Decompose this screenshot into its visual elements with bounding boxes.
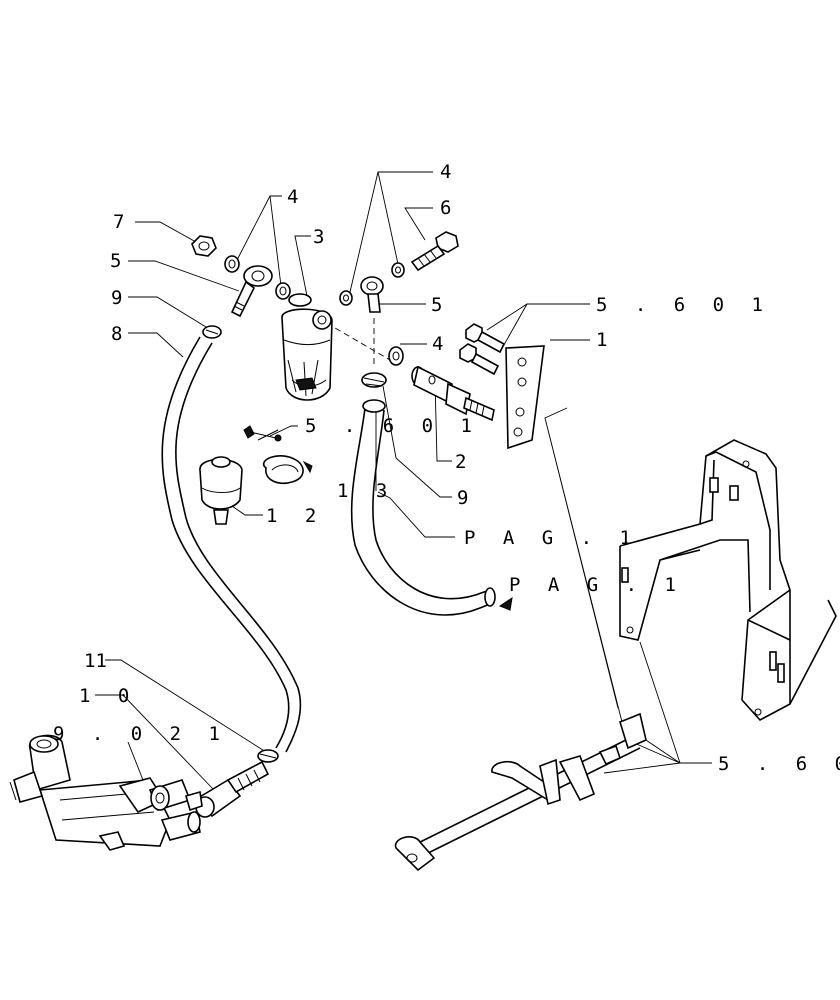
callout-9-right: 9 xyxy=(457,487,468,509)
bracket-1 xyxy=(505,345,545,450)
washer xyxy=(224,255,240,273)
clamp-9 xyxy=(202,325,222,339)
bolt-6 xyxy=(410,231,459,272)
callout-7: 7 xyxy=(113,211,124,233)
callout-3: 3 xyxy=(313,226,324,248)
callout-pag-1-a: P A G . 1 xyxy=(464,527,639,549)
filter-kit-12 xyxy=(199,425,313,525)
hose-8 xyxy=(161,336,302,753)
callout-4-middle: 4 xyxy=(432,333,443,355)
banjo-fitting-5b xyxy=(360,276,384,313)
callout-5-middle: 5 xyxy=(431,294,442,316)
fitting-assembly xyxy=(191,231,545,450)
callout-4-left: 4 xyxy=(287,186,298,208)
frame-support xyxy=(619,439,837,722)
hollow-bolt-2 xyxy=(411,365,495,422)
leader-lines xyxy=(95,171,712,791)
clamp-11 xyxy=(257,749,279,763)
callout-13: 1 3 xyxy=(337,480,395,502)
callout-2: 2 xyxy=(455,451,466,473)
callout-5601-top: 5 . 6 0 1 xyxy=(596,294,771,316)
callout-8: 8 xyxy=(111,323,122,345)
callout-5-left: 5 xyxy=(110,250,121,272)
fuel-filter-3 xyxy=(281,293,333,401)
callout-5601-middle: 5 . 6 0 1 xyxy=(305,415,480,437)
nut-7 xyxy=(191,235,217,257)
hose-end-10 xyxy=(185,760,270,818)
banjo-fitting-5 xyxy=(230,265,273,318)
arrow-icon xyxy=(498,596,513,611)
callout-10: 1 0 xyxy=(79,685,137,707)
callouts: 4 4 6 7 3 5 5 9 5 . 6 0 1 8 1 4 5 . 6 0 … xyxy=(53,161,840,775)
clamp-9b xyxy=(361,372,387,388)
callout-11: 11 xyxy=(84,650,107,672)
callout-1: 1 xyxy=(596,329,607,351)
callout-4-top: 4 xyxy=(440,161,451,183)
callout-9-left: 9 xyxy=(111,287,122,309)
master-cylinder xyxy=(9,734,201,851)
callout-6: 6 xyxy=(440,197,451,219)
pedal-shaft xyxy=(394,712,647,872)
callout-12: 1 2 xyxy=(266,505,324,527)
bracket-bolts xyxy=(459,323,506,376)
callout-pag-1-b: P A G . 1 xyxy=(509,574,684,596)
callout-9021: 9 . 0 2 1 xyxy=(53,723,228,745)
callout-5601-bottom: 5 . 6 0 1 xyxy=(718,753,840,775)
hose-13 xyxy=(350,399,496,616)
